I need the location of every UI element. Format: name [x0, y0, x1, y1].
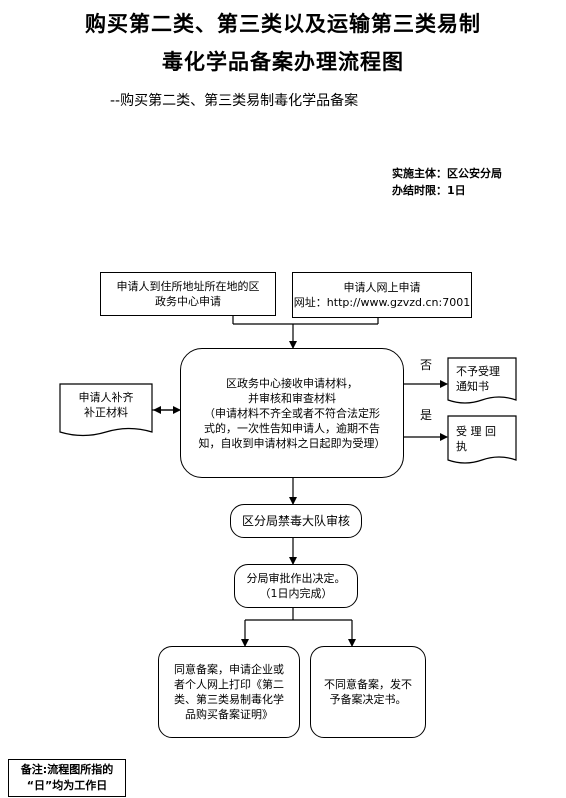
receipt-shape	[447, 415, 517, 464]
deny-box: 不同意备案，发不 予备案决定书。	[310, 646, 426, 738]
review-label: 区分局禁毒大队审核	[241, 513, 350, 528]
supplement-shape	[59, 383, 153, 437]
footnote: 备注:流程图所指的 “日”均为工作日	[8, 759, 126, 797]
apply-center-line-2: 政务中心申请	[155, 295, 221, 308]
review-box: 区分局禁毒大队审核	[230, 504, 362, 538]
authority: 实施主体：区公安分局	[392, 167, 502, 180]
decision-box: 分局审批作出决定。 （1日内完成）	[234, 564, 358, 608]
decision-line-2: （1日内完成）	[259, 587, 333, 600]
reject-line-1: 不予受理	[456, 365, 500, 378]
apply-online-box: 申请人网上申请 网址：http://www.gzvzd.cn:7001	[292, 272, 472, 318]
supplement-materials-doc: 申请人补齐 补正材料	[60, 390, 152, 420]
receive-line-1: 区政务中心接收申请材料，	[226, 376, 358, 390]
receipt-line-2: 执	[456, 440, 467, 453]
deny-line-2: 予备案决定书。	[329, 693, 407, 706]
deny-line-1: 不同意备案，发不	[324, 678, 412, 691]
apply-at-center-box: 申请人到住所地址所在地的区 政务中心申请	[100, 272, 276, 316]
decision-line-1: 分局审批作出决定。	[246, 572, 346, 585]
receipt-doc: 受 理 回 执	[456, 424, 514, 454]
receive-line-3: （申请材料不齐全或者不符合法定形	[204, 406, 380, 420]
reject-notice-shape	[447, 357, 517, 404]
receive-materials-box: 区政务中心接收申请材料， 并审核和审查材料 （申请材料不齐全或者不符合法定形 式…	[180, 348, 404, 478]
approve-line-1: 同意备案，申请企业或	[174, 663, 284, 676]
subtitle: --购买第二类、第三类易制毒化学品备案	[110, 93, 359, 109]
apply-online-url: 网址：http://www.gzvzd.cn:7001	[293, 296, 471, 309]
title-line-1: 购买第二类、第三类以及运输第三类易制	[85, 12, 481, 36]
supplement-line-2: 补正材料	[84, 406, 128, 419]
footnote-line-1: 备注:流程图所指的	[20, 763, 114, 776]
approve-line-4: 品购买备案证明》	[185, 708, 273, 721]
receive-line-5: 知，自收到申请材料之日起即为受理）	[198, 436, 386, 450]
reject-line-2: 通知书	[456, 380, 489, 393]
receive-line-2: 并审核和审查材料	[248, 391, 336, 405]
apply-online-line-1: 申请人网上申请	[343, 281, 421, 294]
supplement-line-1: 申请人补齐	[78, 391, 134, 404]
reject-notice-doc: 不予受理 通知书	[456, 364, 514, 394]
apply-center-line-1: 申请人到住所地址所在地的区	[116, 280, 260, 293]
approve-box: 同意备案，申请企业或 者个人网上打印《第二 类、第三类易制毒化学 品购买备案证明…	[158, 646, 300, 738]
approve-line-3: 类、第三类易制毒化学	[174, 693, 284, 706]
label-no: 否	[420, 358, 433, 372]
approve-line-2: 者个人网上打印《第二	[174, 678, 284, 691]
title-line-2: 毒化学品备案办理流程图	[162, 50, 404, 74]
footnote-line-2: “日”均为工作日	[26, 779, 108, 792]
label-yes: 是	[420, 408, 433, 422]
receipt-line-1: 受 理 回	[456, 425, 496, 438]
deadline: 办结时限：1日	[392, 184, 466, 197]
receive-line-4: 式的，一次性告知申请人，逾期不告	[204, 421, 380, 435]
